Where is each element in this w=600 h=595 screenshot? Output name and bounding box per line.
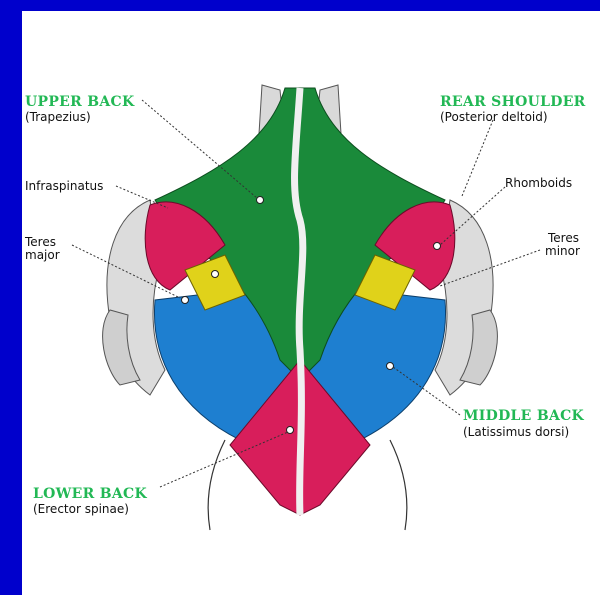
label-lower-back: LOWER BACK: [33, 486, 147, 502]
label-teres-minor-2: minor: [545, 245, 580, 259]
label-teres-major-2: major: [25, 249, 60, 263]
label-latissimus: (Latissimus dorsi): [463, 426, 569, 440]
label-rhomboids: Rhomboids: [505, 177, 572, 191]
label-infraspinatus: Infraspinatus: [25, 180, 103, 194]
label-erector-spinae: (Erector spinae): [33, 503, 129, 517]
label-middle-back: MIDDLE BACK: [463, 408, 584, 424]
label-posterior-deltoid: (Posterior deltoid): [440, 111, 548, 125]
label-upper-back: UPPER BACK: [25, 94, 134, 110]
label-trapezius: (Trapezius): [25, 111, 91, 125]
label-rear-shoulder: REAR SHOULDER: [440, 94, 586, 110]
